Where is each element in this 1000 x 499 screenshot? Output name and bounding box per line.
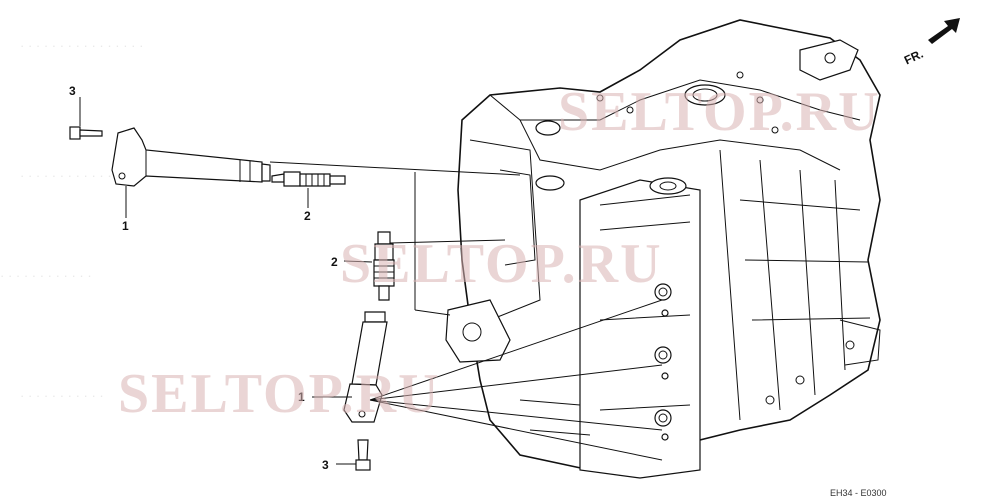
spark-plug-top bbox=[271, 171, 346, 187]
callout-plug-top: 2 bbox=[304, 209, 311, 223]
background-text: · · · · · · · · · · · · · · · · · · · · … bbox=[0, 38, 143, 403]
svg-text:· · · · · · · · · · · ·: · · · · · · · · · · · · bbox=[0, 268, 92, 283]
watermark: SELTOP.RU bbox=[558, 81, 881, 143]
svg-text:· · · · · · · · · · ·: · · · · · · · · · · · bbox=[20, 388, 104, 403]
bolt-top bbox=[69, 126, 103, 140]
callout-plug-lower: 2 bbox=[331, 255, 338, 269]
front-direction-arrow: FR. bbox=[902, 18, 960, 67]
leader-lines bbox=[79, 97, 663, 465]
figure-code: EH34 - E0300 bbox=[830, 488, 887, 498]
svg-text:· · · · · · · · · · · · ·: · · · · · · · · · · · · · · · · bbox=[20, 38, 143, 53]
svg-text:· · · · · · · · · · · · ·: · · · · · · · · · · · · · bbox=[20, 168, 120, 183]
watermark: SELTOP.RU bbox=[340, 233, 663, 295]
callout-coil-top: 1 bbox=[122, 219, 129, 233]
ignition-coil-top bbox=[111, 127, 271, 187]
bolt-lower bbox=[355, 439, 371, 471]
engine-block bbox=[445, 19, 881, 479]
spark-plug-lower bbox=[373, 231, 395, 301]
callout-bolt-top: 3 bbox=[69, 84, 76, 98]
callout-bolt-lower: 3 bbox=[322, 458, 329, 472]
watermark: SELTOP.RU bbox=[118, 363, 441, 425]
direction-label: FR. bbox=[902, 47, 925, 68]
callout-coil-lower: 1 bbox=[298, 390, 305, 404]
ignition-coil-lower bbox=[343, 311, 388, 423]
